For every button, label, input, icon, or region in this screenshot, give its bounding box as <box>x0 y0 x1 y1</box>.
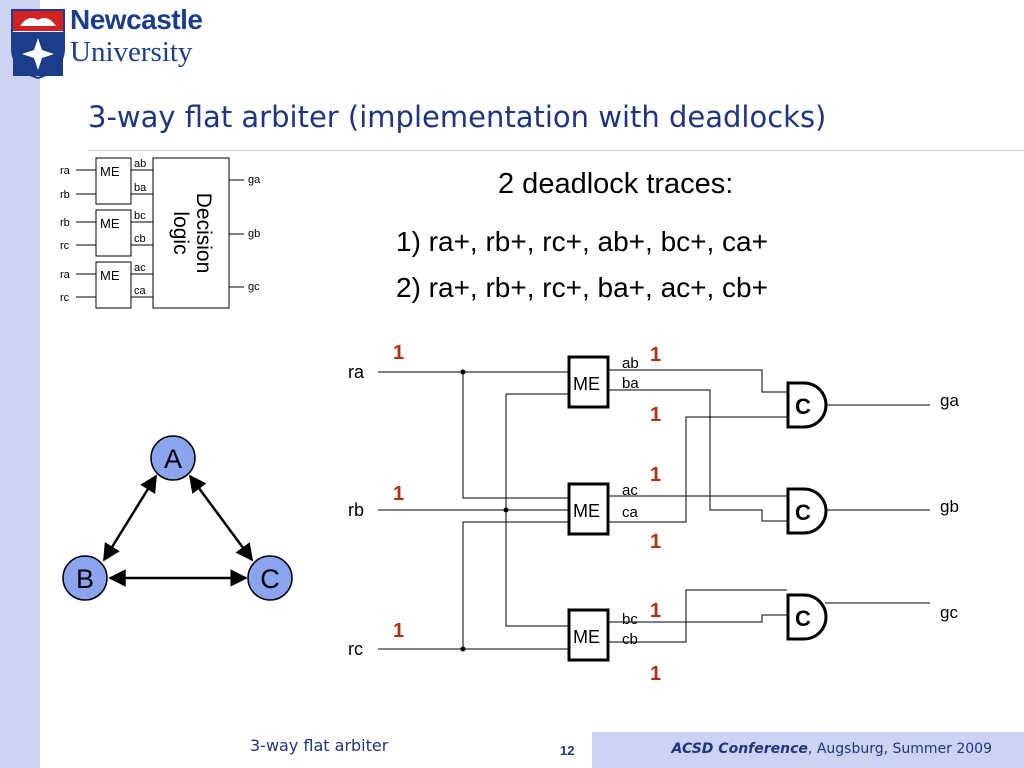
me-box-1 <box>95 157 132 205</box>
node-c <box>247 555 293 601</box>
arbitration-graph <box>102 474 254 587</box>
page-number: 12 <box>560 743 575 758</box>
bd-me-label: ME <box>100 268 120 283</box>
me-label: ME <box>573 374 600 394</box>
conference-place: , Augsburg, Summer 2009 <box>807 741 992 757</box>
bd-output-label: ga <box>248 174 261 186</box>
me-element-2 <box>567 482 610 536</box>
bd-me-label: ME <box>100 164 120 179</box>
output-label-gb: gb <box>940 497 959 516</box>
bd-me-output: ba <box>134 182 147 194</box>
state-value: 1 <box>650 344 661 366</box>
state-value: 1 <box>650 464 661 486</box>
logo-line-1: Newcastle <box>70 4 203 35</box>
block-diagram <box>76 157 244 309</box>
c-element-3 <box>786 593 828 641</box>
me-element-1 <box>567 355 610 409</box>
footer-conference: ACSD Conference, Augsburg, Summer 2009 <box>672 741 992 757</box>
trace-item-1: 1) ra+, rb+, rc+, ab+, bc+, ca+ <box>396 226 768 257</box>
me-element-3 <box>567 608 610 662</box>
bd-input-label: rb <box>60 217 70 229</box>
output-label-ga: ga <box>940 391 959 410</box>
bd-me-output: ab <box>134 158 146 170</box>
me-box-2 <box>95 209 132 257</box>
c-element-2 <box>786 487 828 535</box>
bd-input-label: rc <box>60 240 70 252</box>
edge-a-c <box>188 474 254 562</box>
bd-input-label: rc <box>60 292 70 304</box>
c-gate-label: C <box>795 606 811 631</box>
bd-output-label: gc <box>248 281 260 293</box>
bd-me-output: bc <box>134 210 146 222</box>
logo-line-2: University <box>70 36 193 68</box>
me-label: ME <box>573 627 600 647</box>
node-b <box>62 555 108 601</box>
bd-input-label: rb <box>60 189 70 201</box>
bd-me-output: cb <box>134 233 146 245</box>
circuit-wires <box>378 369 930 650</box>
me-output-ac: ac <box>622 482 638 499</box>
decision-logic-label-2: logic <box>169 211 192 254</box>
me-output-bc: bc <box>622 611 638 628</box>
page-title: 3-way flat arbiter (implementation with … <box>88 100 827 134</box>
state-value: 1 <box>393 483 404 505</box>
bd-me-output: ac <box>134 262 146 274</box>
node-b-label: B <box>76 564 94 594</box>
footer-conference-bar: ACSD Conference, Augsburg, Summer 2009 <box>592 732 1024 768</box>
input-label-rb: rb <box>348 500 364 520</box>
me-output-cb: cb <box>622 631 638 648</box>
traces-heading: 2 deadlock traces: <box>498 168 734 200</box>
edge-a-b <box>102 474 158 562</box>
bd-me-output: ca <box>134 285 147 297</box>
state-value: 1 <box>393 342 404 364</box>
output-label-gc: gc <box>940 603 958 622</box>
conference-name: ACSD Conference <box>671 741 808 757</box>
me-output-ca: ca <box>622 504 639 521</box>
junction-dots <box>460 369 509 652</box>
bd-me-label: ME <box>100 216 120 231</box>
state-value: 1 <box>650 531 661 553</box>
decision-logic-label-1: Decision <box>192 193 215 274</box>
me-output-ab: ab <box>622 355 639 372</box>
decision-logic-box <box>152 157 230 309</box>
node-a <box>150 435 196 481</box>
c-gate-label: C <box>795 394 811 419</box>
input-label-rc: rc <box>348 639 363 659</box>
university-logo: Newcastle University <box>10 4 220 80</box>
left-accent-bar <box>0 0 40 768</box>
state-value: 1 <box>393 620 404 642</box>
bd-input-label: ra <box>60 269 71 281</box>
me-label: ME <box>573 501 600 521</box>
me-output-ba: ba <box>622 375 639 392</box>
state-value: 1 <box>650 404 661 426</box>
title-divider <box>88 150 1024 151</box>
node-a-label: A <box>164 444 182 474</box>
c-element-1 <box>786 381 828 429</box>
me-box-3 <box>95 261 132 309</box>
c-gate-label: C <box>795 500 811 525</box>
node-c-label: C <box>260 564 280 594</box>
state-value: 1 <box>650 663 661 685</box>
footer-title: 3-way flat arbiter <box>250 736 389 755</box>
bd-output-label: gb <box>248 228 260 240</box>
state-value: 1 <box>650 600 661 622</box>
bd-input-label: ra <box>60 165 71 177</box>
shield-icon <box>11 9 65 80</box>
input-label-ra: ra <box>348 362 365 382</box>
trace-item-2: 2) ra+, rb+, rc+, ba+, ac+, cb+ <box>396 272 768 303</box>
